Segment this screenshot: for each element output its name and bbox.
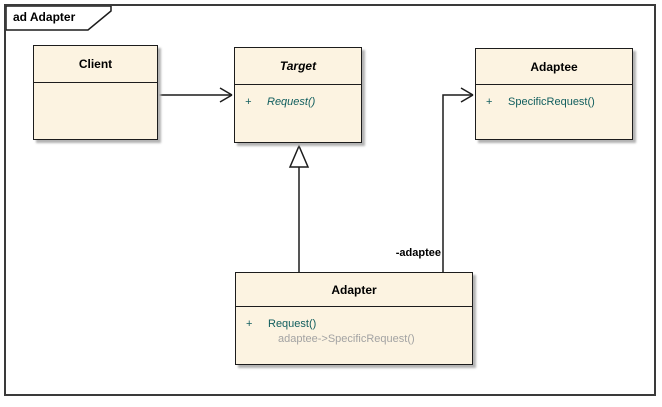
class-target[interactable]: Target + Request() [234, 47, 362, 143]
method-row[interactable]: + Request() [245, 95, 355, 110]
class-name[interactable]: Client [34, 46, 157, 83]
visibility-marker: + [486, 96, 493, 108]
method-compartment [34, 83, 157, 93]
method-row[interactable]: + SpecificRequest() [486, 95, 626, 110]
frame-tab-polygon [6, 6, 112, 31]
visibility-marker: + [245, 96, 252, 108]
method-note: adaptee->SpecificRequest() [278, 333, 415, 345]
class-name[interactable]: Adapter [236, 273, 472, 307]
method-signature: Request() [268, 318, 317, 330]
association-role-label: -adaptee [395, 247, 441, 259]
connector-adapter-target-generalization[interactable] [288, 144, 310, 272]
connector-adapter-adaptee[interactable] [442, 87, 474, 272]
method-compartment: + SpecificRequest() [476, 85, 632, 110]
generalization-arrowhead-icon [288, 144, 310, 168]
open-arrowhead-icon [219, 87, 233, 103]
class-adapter[interactable]: Adapter + Request() adaptee->SpecificReq… [235, 272, 473, 365]
frame-tab-shape [6, 6, 112, 31]
class-name[interactable]: Target [235, 48, 361, 85]
method-row[interactable]: + Request() [246, 317, 466, 332]
method-compartment: + Request() [235, 85, 361, 110]
class-adaptee[interactable]: Adaptee + SpecificRequest() [475, 48, 633, 140]
method-signature: Request() [267, 96, 316, 108]
frame-label-tab: ad Adapter [6, 6, 112, 31]
class-client[interactable]: Client [33, 45, 158, 140]
connector-line[interactable] [442, 94, 473, 272]
method-signature: SpecificRequest() [508, 96, 595, 108]
method-compartment: + Request() adaptee->SpecificRequest() [236, 307, 472, 347]
connector-client-target[interactable] [158, 87, 233, 103]
visibility-marker: + [246, 318, 253, 330]
open-arrowhead-icon [460, 87, 474, 103]
frame-label: ad Adapter [13, 10, 76, 24]
class-name[interactable]: Adaptee [476, 49, 632, 85]
